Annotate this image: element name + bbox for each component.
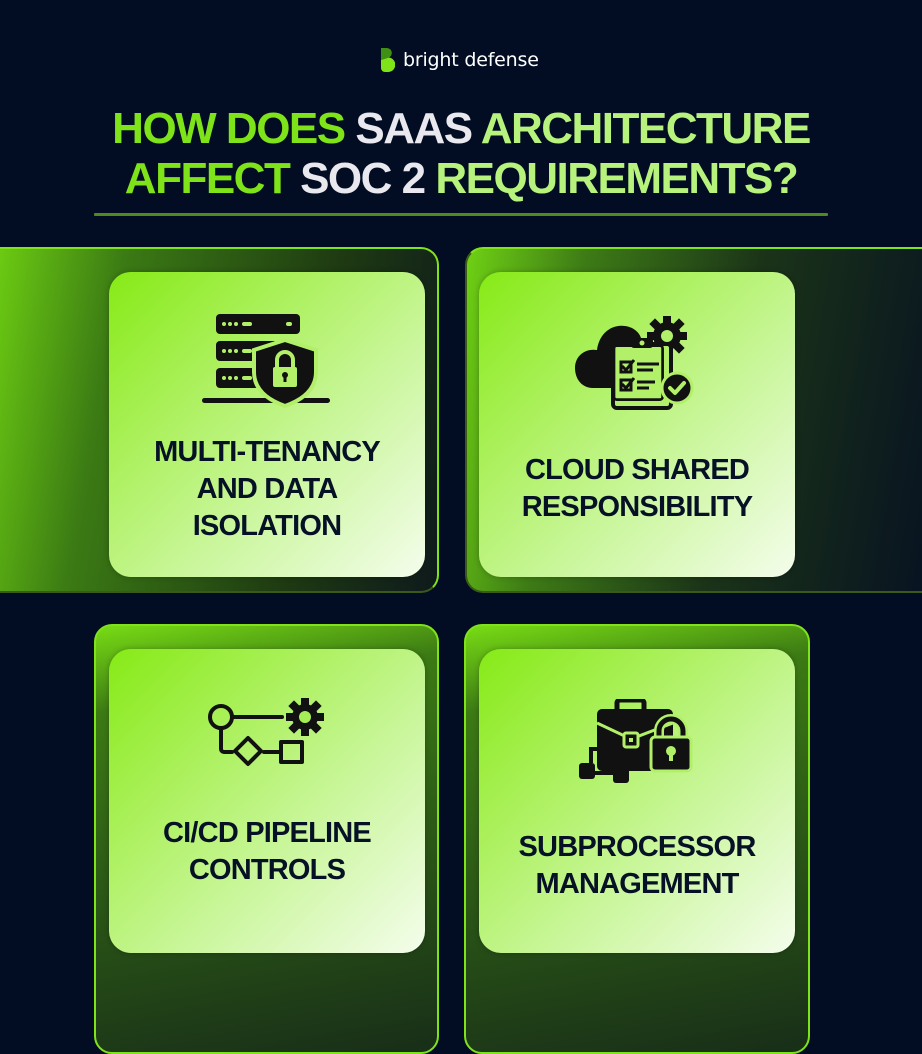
- briefcase-lock-network-icon: [579, 699, 693, 783]
- title-line-2: Affect SOC 2 Requirements?: [0, 154, 922, 204]
- card-subprocessor-management: Subprocessor Management: [479, 649, 795, 953]
- brand-logo: bright defense: [379, 46, 539, 74]
- card-title: Multi-Tenancy and Data Isolation: [109, 434, 425, 545]
- title-segment: Architecture: [480, 104, 812, 153]
- server-shield-lock-icon: [202, 314, 330, 408]
- workflow-pipeline-gear-icon: [208, 698, 324, 766]
- bright-defense-logo-icon: [381, 48, 395, 73]
- title-divider: [94, 213, 828, 216]
- cloud-clipboard-gear-check-icon: [575, 316, 694, 410]
- card-ci-cd-pipeline: CI/CD Pipeline Controls: [109, 649, 425, 953]
- card-title-line: Subprocessor: [518, 831, 757, 863]
- card-title-line: Isolation: [192, 510, 342, 542]
- card-title-line: Management: [535, 868, 739, 900]
- title-segment: Affect: [124, 154, 301, 203]
- brand-name: bright defense: [403, 49, 539, 71]
- card-title-line: Cloud Shared: [524, 454, 750, 486]
- card-title-line: Controls: [188, 854, 346, 886]
- title-segment: Requirements?: [435, 154, 798, 203]
- card-title: CI/CD Pipeline Controls: [109, 815, 425, 889]
- title-segment: How does: [112, 104, 356, 153]
- title-segment-highlight: SOC 2: [300, 154, 436, 203]
- page-title: How does SaaS Architecture Affect SOC 2 …: [0, 104, 922, 204]
- card-title-line: CI/CD Pipeline: [163, 817, 372, 849]
- card-title-line: Multi-Tenancy: [154, 436, 381, 468]
- card-multi-tenancy: Multi-Tenancy and Data Isolation: [109, 272, 425, 577]
- card-cloud-shared-responsibility: Cloud Shared Responsibility: [479, 272, 795, 577]
- card-title: Subprocessor Management: [479, 829, 795, 903]
- card-title-line: and Data: [196, 473, 339, 505]
- card-title-line: Responsibility: [521, 491, 753, 523]
- title-segment-highlight: SaaS: [355, 104, 481, 153]
- title-line-1: How does SaaS Architecture: [0, 104, 922, 154]
- card-title: Cloud Shared Responsibility: [479, 452, 795, 526]
